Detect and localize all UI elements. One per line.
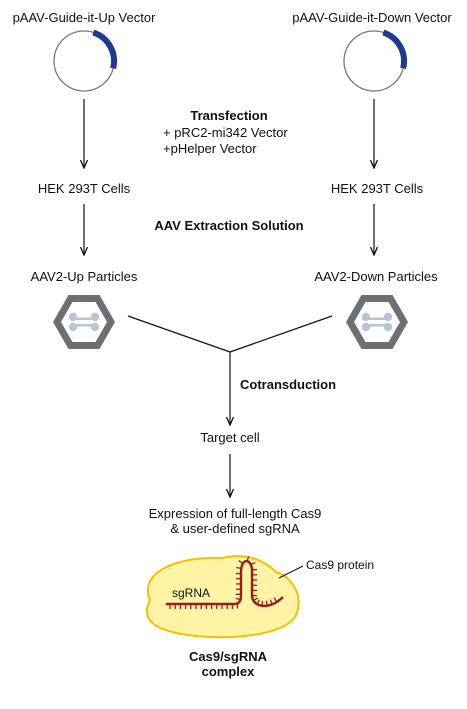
sgrna-base-tick (266, 601, 267, 606)
transfection-title: Transfection (190, 108, 267, 123)
complex-title-line-1: Cas9/sgRNA (189, 649, 268, 664)
expression-line-2: & user-defined sgRNA (170, 521, 300, 536)
cas9-protein-label: Cas9 protein (306, 558, 374, 572)
cas9-pointer-line (279, 566, 303, 578)
converge-line-left (128, 316, 230, 352)
right-vector-title: pAAV-Guide-it-Down Vector (292, 10, 452, 25)
target-cell-label: Target cell (200, 430, 259, 445)
left-plasmid-icon (54, 31, 114, 91)
converge-line-right (230, 316, 332, 352)
transfection-line-1: + pRC2-mi342 Vector (163, 125, 288, 140)
right-cells-label: HEK 293T Cells (331, 181, 424, 196)
complex-title-line-2: complex (202, 664, 256, 679)
right-particles-label: AAV2-Down Particles (314, 269, 438, 284)
sgrna-base-tick (262, 601, 263, 606)
left-particles-label: AAV2-Up Particles (31, 269, 138, 284)
right-plasmid-icon (344, 31, 404, 91)
expression-line-1: Expression of full-length Cas9 (149, 506, 322, 521)
extraction-label: AAV Extraction Solution (154, 218, 303, 233)
left-cells-label: HEK 293T Cells (38, 181, 131, 196)
transfection-line-2: +pHelper Vector (163, 141, 257, 156)
cas9-protein-shape (147, 556, 299, 637)
cotransduction-label: Cotransduction (240, 377, 336, 392)
right-aav-capsid-icon (346, 295, 408, 349)
sgrna-base-tick (236, 568, 241, 569)
left-vector-title: pAAV-Guide-it-Up Vector (13, 10, 156, 25)
left-aav-capsid-icon (53, 295, 115, 349)
sgrna-label: sgRNA (172, 586, 210, 600)
